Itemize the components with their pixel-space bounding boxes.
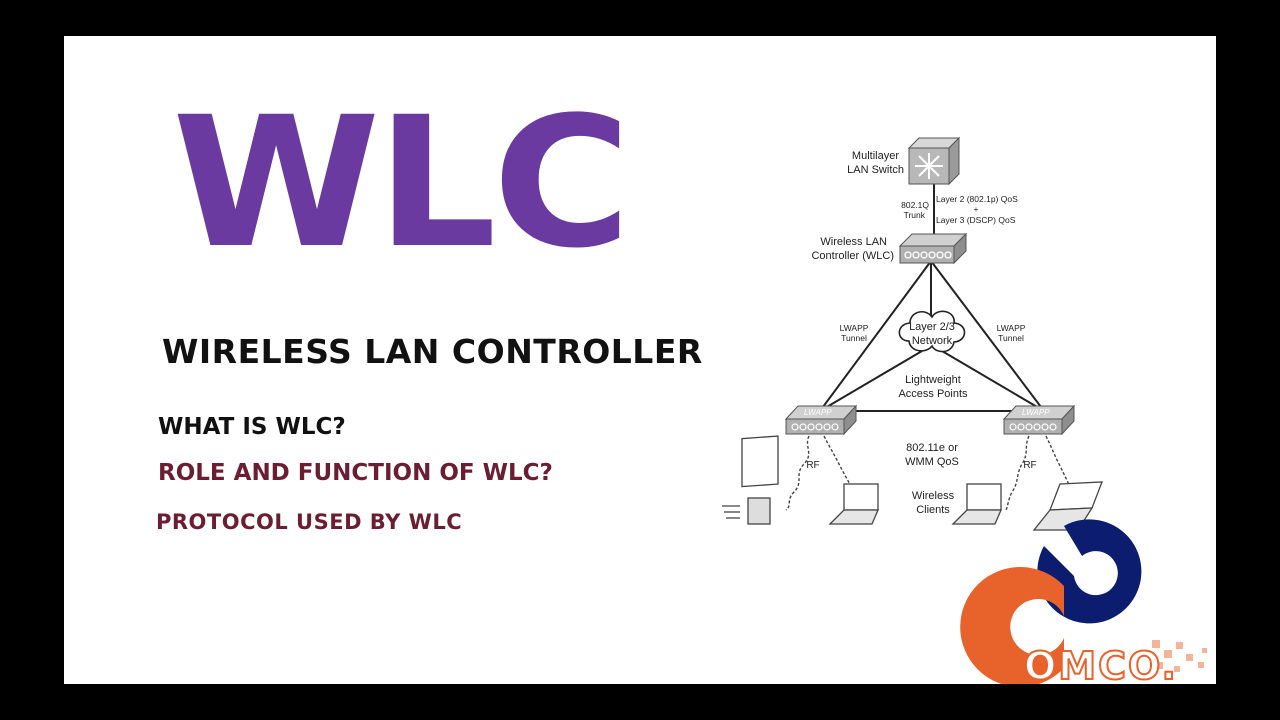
label-switch-2: LAN Switch bbox=[847, 164, 904, 176]
label-qos-2: Layer 3 (DSCP) QoS bbox=[936, 215, 1016, 225]
label-ap-2: Access Points bbox=[898, 388, 968, 400]
label-wmm-1: 802.11e or bbox=[906, 442, 958, 454]
label-tunnel-left-1: LWAPP bbox=[840, 323, 869, 333]
network-cloud-icon bbox=[898, 310, 966, 353]
slide-subtitle: WIRELESS LAN CONTROLLER bbox=[162, 332, 703, 371]
label-clients-2: Clients bbox=[916, 504, 950, 516]
label-tunnel-right-2: Tunnel bbox=[998, 333, 1024, 343]
ap-right-badge: LWAPP bbox=[1022, 408, 1050, 417]
label-rf-right: RF bbox=[1023, 460, 1036, 471]
omco-logo-icon bbox=[960, 519, 1207, 684]
label-trunk-1: 802.1Q bbox=[901, 200, 929, 210]
slide: WLC WIRELESS LAN CONTROLLER WHAT IS WLC?… bbox=[64, 36, 1216, 684]
access-point-left-icon bbox=[784, 404, 858, 436]
logo-wordmark: OMCO. bbox=[1023, 643, 1178, 684]
topic-role-and-function: ROLE AND FUNCTION OF WLC? bbox=[158, 460, 553, 486]
label-clients-1: Wireless bbox=[912, 490, 955, 502]
phone-client-icon bbox=[722, 435, 779, 525]
label-network-1: Layer 2/3 bbox=[909, 321, 955, 333]
diagram-links bbox=[819, 184, 1045, 412]
label-rf-left: RF bbox=[806, 460, 819, 471]
label-network-2: Network bbox=[912, 335, 953, 347]
label-tunnel-left-2: Tunnel bbox=[841, 333, 867, 343]
label-qos-1: Layer 2 (802.1p) QoS bbox=[936, 194, 1018, 204]
access-point-right-icon bbox=[1002, 404, 1076, 436]
logo-orange-arc bbox=[960, 567, 1064, 684]
ap-left-badge: LWAPP bbox=[804, 408, 832, 417]
label-ap-1: Lightweight bbox=[905, 374, 961, 386]
label-wlc-1: Wireless LAN bbox=[820, 236, 887, 248]
label-trunk-2: Trunk bbox=[904, 210, 926, 220]
logo-pixel-squares bbox=[1152, 640, 1207, 672]
label-qos-plus: + bbox=[974, 204, 979, 214]
label-switch-1: Multilayer bbox=[852, 150, 899, 162]
slide-title: WLC bbox=[172, 79, 631, 288]
label-wmm-2: WMM QoS bbox=[905, 456, 959, 468]
label-wlc-2: Controller (WLC) bbox=[811, 250, 894, 262]
topic-protocol: PROTOCOL USED BY WLC bbox=[156, 510, 463, 534]
network-diagram: LWAPP LWAPP bbox=[722, 136, 1207, 684]
label-tunnel-right-1: LWAPP bbox=[997, 323, 1026, 333]
laptop-left-icon bbox=[828, 483, 879, 525]
multilayer-switch-icon bbox=[907, 136, 961, 186]
wlc-appliance-icon bbox=[898, 232, 968, 265]
laptop-right-icon bbox=[951, 483, 1002, 525]
logo-navy-arc bbox=[1037, 519, 1142, 624]
topic-what-is-wlc: WHAT IS WLC? bbox=[158, 414, 346, 440]
